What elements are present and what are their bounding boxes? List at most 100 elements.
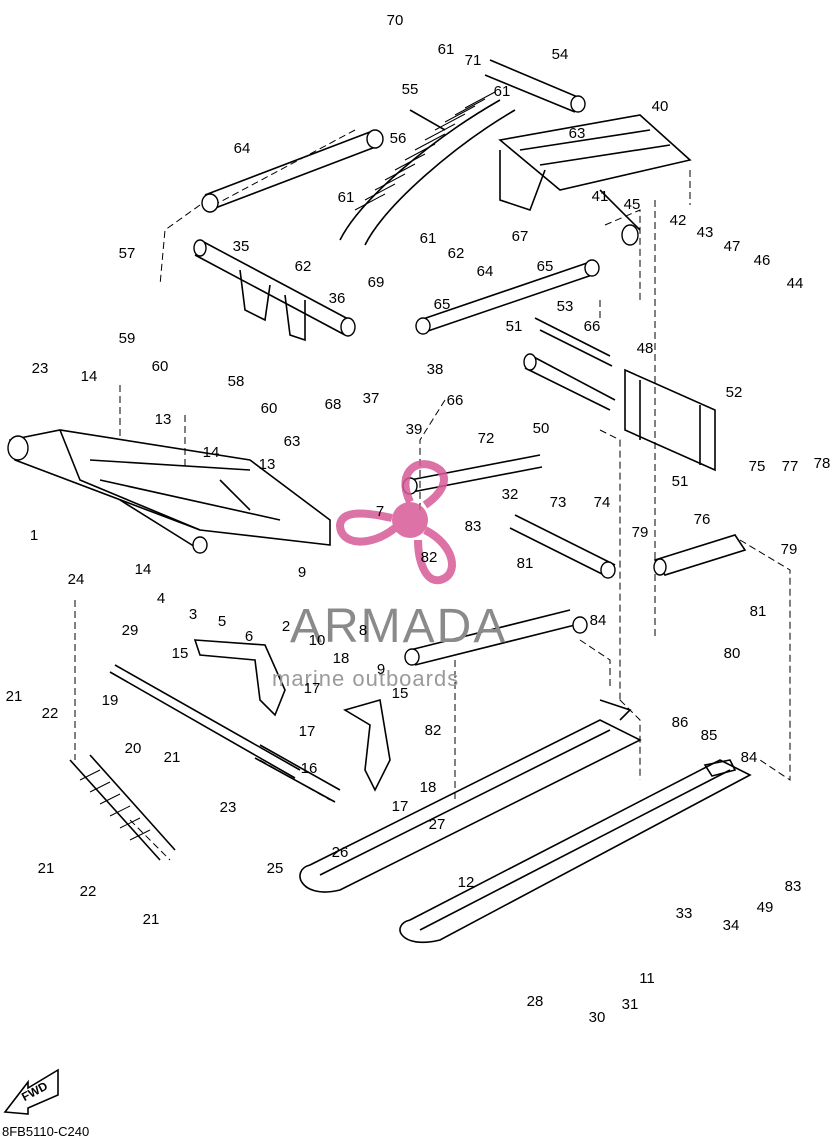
- callout-31: 31: [622, 996, 639, 1013]
- callout-81: 81: [750, 603, 767, 620]
- callout-9: 9: [377, 661, 385, 678]
- callout-41: 41: [592, 188, 609, 205]
- callout-54: 54: [552, 46, 569, 63]
- callout-44: 44: [787, 275, 804, 292]
- callout-56: 56: [390, 130, 407, 147]
- callout-14: 14: [203, 444, 220, 461]
- callout-64: 64: [477, 263, 494, 280]
- callout-21: 21: [38, 860, 55, 877]
- callout-2: 2: [282, 618, 290, 635]
- callout-17: 17: [304, 680, 321, 697]
- callout-57: 57: [119, 245, 136, 262]
- callout-8: 8: [359, 622, 367, 639]
- callout-10: 10: [309, 632, 326, 649]
- callout-86: 86: [672, 714, 689, 731]
- callout-71: 71: [465, 52, 482, 69]
- callout-20: 20: [125, 740, 142, 757]
- callout-39: 39: [406, 421, 423, 438]
- callout-32: 32: [502, 486, 519, 503]
- callout-65: 65: [537, 258, 554, 275]
- callout-16: 16: [301, 760, 318, 777]
- callout-42: 42: [670, 212, 687, 229]
- callout-47: 47: [724, 238, 741, 255]
- callout-68: 68: [325, 396, 342, 413]
- propeller-logo-icon: [335, 460, 456, 585]
- callout-11: 11: [639, 970, 655, 987]
- callout-29: 29: [122, 622, 139, 639]
- callout-85: 85: [701, 727, 718, 744]
- callout-63: 63: [569, 125, 586, 142]
- callout-22: 22: [42, 705, 59, 722]
- callout-67: 67: [512, 228, 529, 245]
- callout-15: 15: [172, 645, 189, 662]
- callout-21: 21: [143, 911, 160, 928]
- callout-79: 79: [781, 541, 798, 558]
- callout-13: 13: [259, 456, 276, 473]
- callout-17: 17: [299, 723, 316, 740]
- callout-28: 28: [527, 993, 544, 1010]
- callout-14: 14: [81, 368, 98, 385]
- watermark-name: ARMADA: [290, 600, 507, 653]
- callout-77: 77: [782, 458, 799, 475]
- callout-12: 12: [458, 874, 475, 891]
- callout-51: 51: [506, 318, 523, 335]
- callout-78: 78: [814, 455, 831, 472]
- callout-84: 84: [741, 749, 758, 766]
- callout-48: 48: [637, 340, 654, 357]
- callout-22: 22: [80, 883, 97, 900]
- callout-37: 37: [363, 390, 380, 407]
- callout-14: 14: [135, 561, 152, 578]
- callout-59: 59: [119, 330, 136, 347]
- callout-75: 75: [749, 458, 766, 475]
- callout-18: 18: [420, 779, 437, 796]
- callout-63: 63: [284, 433, 301, 450]
- callout-45: 45: [624, 196, 641, 213]
- watermark-tagline: marine outboards: [272, 666, 459, 691]
- callout-19: 19: [102, 692, 119, 709]
- callout-6: 6: [245, 628, 253, 645]
- drawing-lines: [7, 59, 791, 944]
- callout-34: 34: [723, 917, 740, 934]
- callout-69: 69: [368, 274, 385, 291]
- callout-21: 21: [164, 749, 181, 766]
- callout-79: 79: [632, 524, 649, 541]
- callout-35: 35: [233, 238, 250, 255]
- callout-61: 61: [438, 41, 455, 58]
- callout-30: 30: [589, 1009, 606, 1026]
- callout-13: 13: [155, 411, 172, 428]
- callout-64: 64: [234, 140, 251, 157]
- callout-3: 3: [189, 606, 197, 623]
- callout-62: 62: [448, 245, 465, 262]
- callout-53: 53: [557, 298, 574, 315]
- callout-73: 73: [550, 494, 567, 511]
- watermark: ARMADA marine outboards: [272, 460, 507, 691]
- callout-38: 38: [427, 361, 444, 378]
- callout-58: 58: [228, 373, 245, 390]
- callout-27: 27: [429, 816, 446, 833]
- callout-9: 9: [298, 564, 306, 581]
- callout-33: 33: [676, 905, 693, 922]
- callout-70: 70: [387, 12, 404, 29]
- callout-43: 43: [697, 224, 714, 241]
- callout-80: 80: [724, 645, 741, 662]
- callout-5: 5: [218, 613, 226, 630]
- callout-55: 55: [402, 81, 419, 98]
- callout-17: 17: [392, 798, 409, 815]
- callout-76: 76: [694, 511, 711, 528]
- callout-83: 83: [785, 878, 802, 895]
- fwd-arrow-icon: FWD: [3, 1068, 59, 1115]
- callout-23: 23: [32, 360, 49, 377]
- callout-83: 83: [465, 518, 482, 535]
- callout-82: 82: [425, 722, 442, 739]
- callout-74: 74: [594, 494, 611, 511]
- callout-81: 81: [517, 555, 534, 572]
- callout-1: 1: [30, 527, 38, 544]
- callout-21: 21: [6, 688, 23, 705]
- callout-52: 52: [726, 384, 743, 401]
- callout-61: 61: [338, 189, 355, 206]
- callout-7: 7: [376, 503, 384, 520]
- callout-46: 46: [754, 252, 771, 269]
- callout-82: 82: [421, 549, 438, 566]
